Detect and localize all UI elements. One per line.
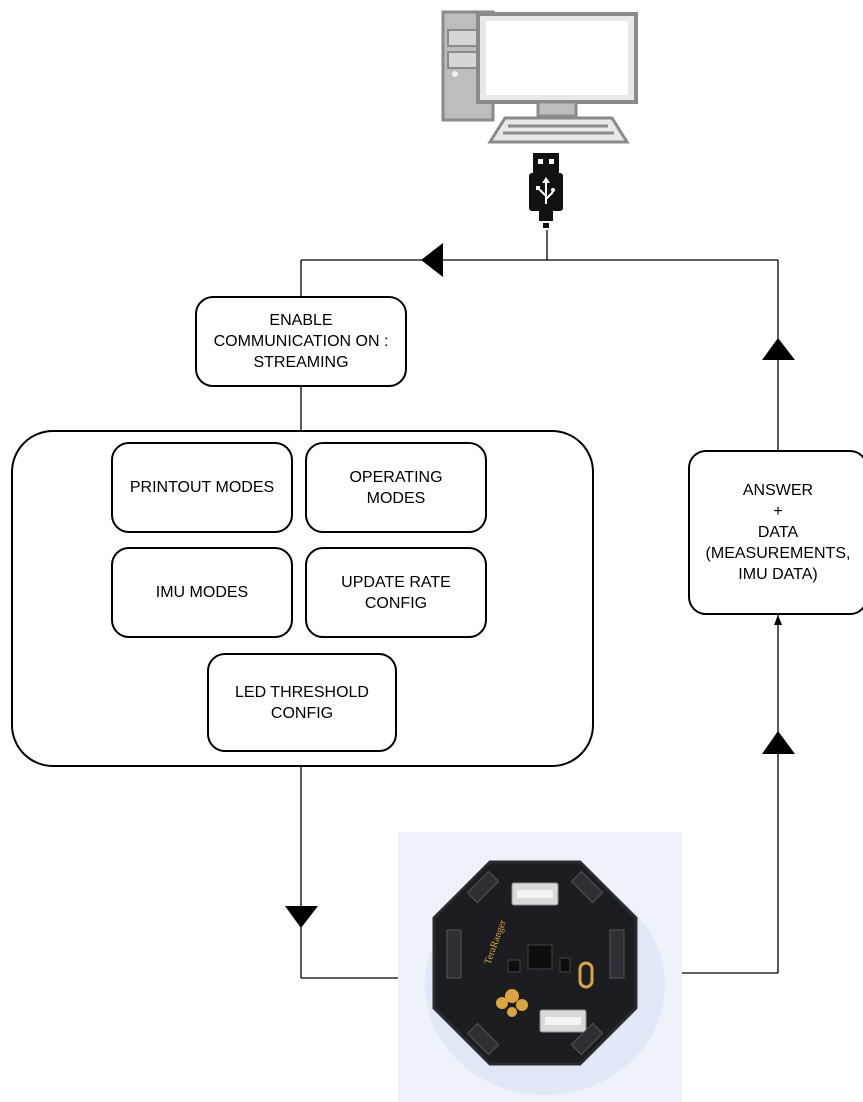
sensor-board-image — [398, 832, 682, 1102]
connector-lines — [300, 230, 779, 979]
printout-modes-node[interactable]: PRINTOUT MODES — [111, 442, 293, 533]
arrowhead-left — [421, 243, 443, 277]
update-rate-config-node[interactable]: UPDATE RATE CONFIG — [305, 547, 487, 638]
led-threshold-config-node[interactable]: LED THRESHOLD CONFIG — [207, 653, 397, 752]
enable-communication-node[interactable]: ENABLE COMMUNICATION ON : STREAMING — [195, 296, 407, 387]
arrowhead-up-upper — [762, 338, 795, 360]
answer-data-node[interactable]: ANSWER + DATA (MEASUREMENTS, IMU DATA) — [688, 450, 863, 615]
answer-data-label: ANSWER + DATA (MEASUREMENTS, IMU DATA) — [705, 482, 851, 583]
operating-modes-label: OPERATING MODES — [349, 468, 443, 507]
imu-modes-label: IMU MODES — [155, 584, 249, 601]
imu-modes-node[interactable]: IMU MODES — [111, 547, 293, 638]
arrowhead-down — [285, 906, 318, 928]
printout-modes-label: PRINTOUT MODES — [129, 479, 275, 496]
arrow-tip-into-answer — [774, 615, 782, 625]
desktop-computer-icon — [441, 10, 638, 144]
operating-modes-node[interactable]: OPERATING MODES — [305, 442, 487, 533]
led-threshold-config-label: LED THRESHOLD CONFIG — [235, 683, 369, 722]
enable-communication-label: ENABLE COMMUNICATION ON : STREAMING — [213, 312, 389, 371]
usb-plug-icon — [529, 153, 563, 228]
arrowhead-up-lower — [762, 731, 795, 754]
update-rate-config-label: UPDATE RATE CONFIG — [341, 573, 451, 612]
